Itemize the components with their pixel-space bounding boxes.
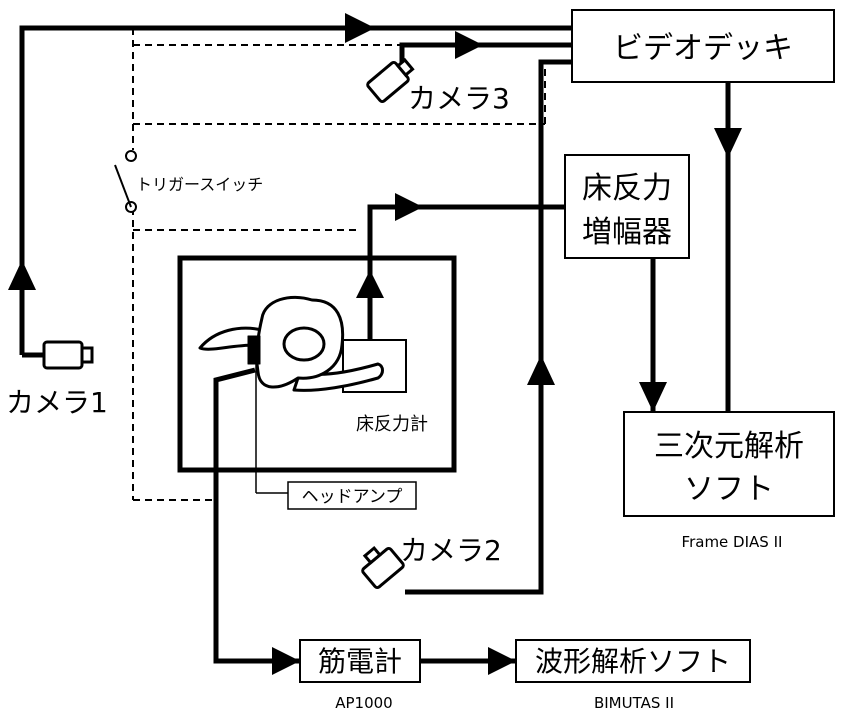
camera1-icon <box>42 340 94 370</box>
trigger-switch <box>114 150 137 213</box>
force-amplifier-label-2: 増幅器 <box>582 215 672 250</box>
arrowheads <box>8 13 742 675</box>
trigger-switch-label: トリガースイッチ <box>136 175 263 194</box>
waveform-software-label: 波形解析ソフト <box>535 645 731 678</box>
measurement-area <box>177 255 457 473</box>
emg-box: 筋電計 <box>299 639 421 683</box>
camera2-label: カメラ2 <box>400 534 502 567</box>
head-amp-label: ヘッドアンプ <box>302 487 403 507</box>
analysis-3d-box: 三次元解析 ソフト <box>623 411 835 517</box>
head-amp-box: ヘッドアンプ <box>287 481 417 510</box>
camera3-label: カメラ3 <box>408 82 510 115</box>
subject-top-view <box>198 295 384 392</box>
force-amplifier-label-1: 床反力 <box>582 171 672 206</box>
camera2-icon <box>361 545 405 590</box>
video-deck-box: ビデオデッキ <box>571 9 835 83</box>
waveform-software-box: 波形解析ソフト <box>515 639 751 683</box>
camera3-icon <box>366 57 415 104</box>
bimutas-label: BIMUTAS II <box>594 694 674 712</box>
trigger-dashed-lines <box>132 28 546 501</box>
emg-label: 筋電計 <box>318 645 402 678</box>
camera1-label: カメラ1 <box>6 386 108 419</box>
analysis-3d-label-1: 三次元解析 <box>654 429 804 464</box>
force-amplifier-box: 床反力 増幅器 <box>564 154 690 259</box>
analysis-3d-label-2: ソフト <box>684 472 774 507</box>
video-deck-label: ビデオデッキ <box>613 31 793 66</box>
force-plate-label: 床反力計 <box>356 414 428 435</box>
ap1000-label: AP1000 <box>335 694 392 712</box>
frame-dias-label: Frame DIAS II <box>682 533 783 551</box>
